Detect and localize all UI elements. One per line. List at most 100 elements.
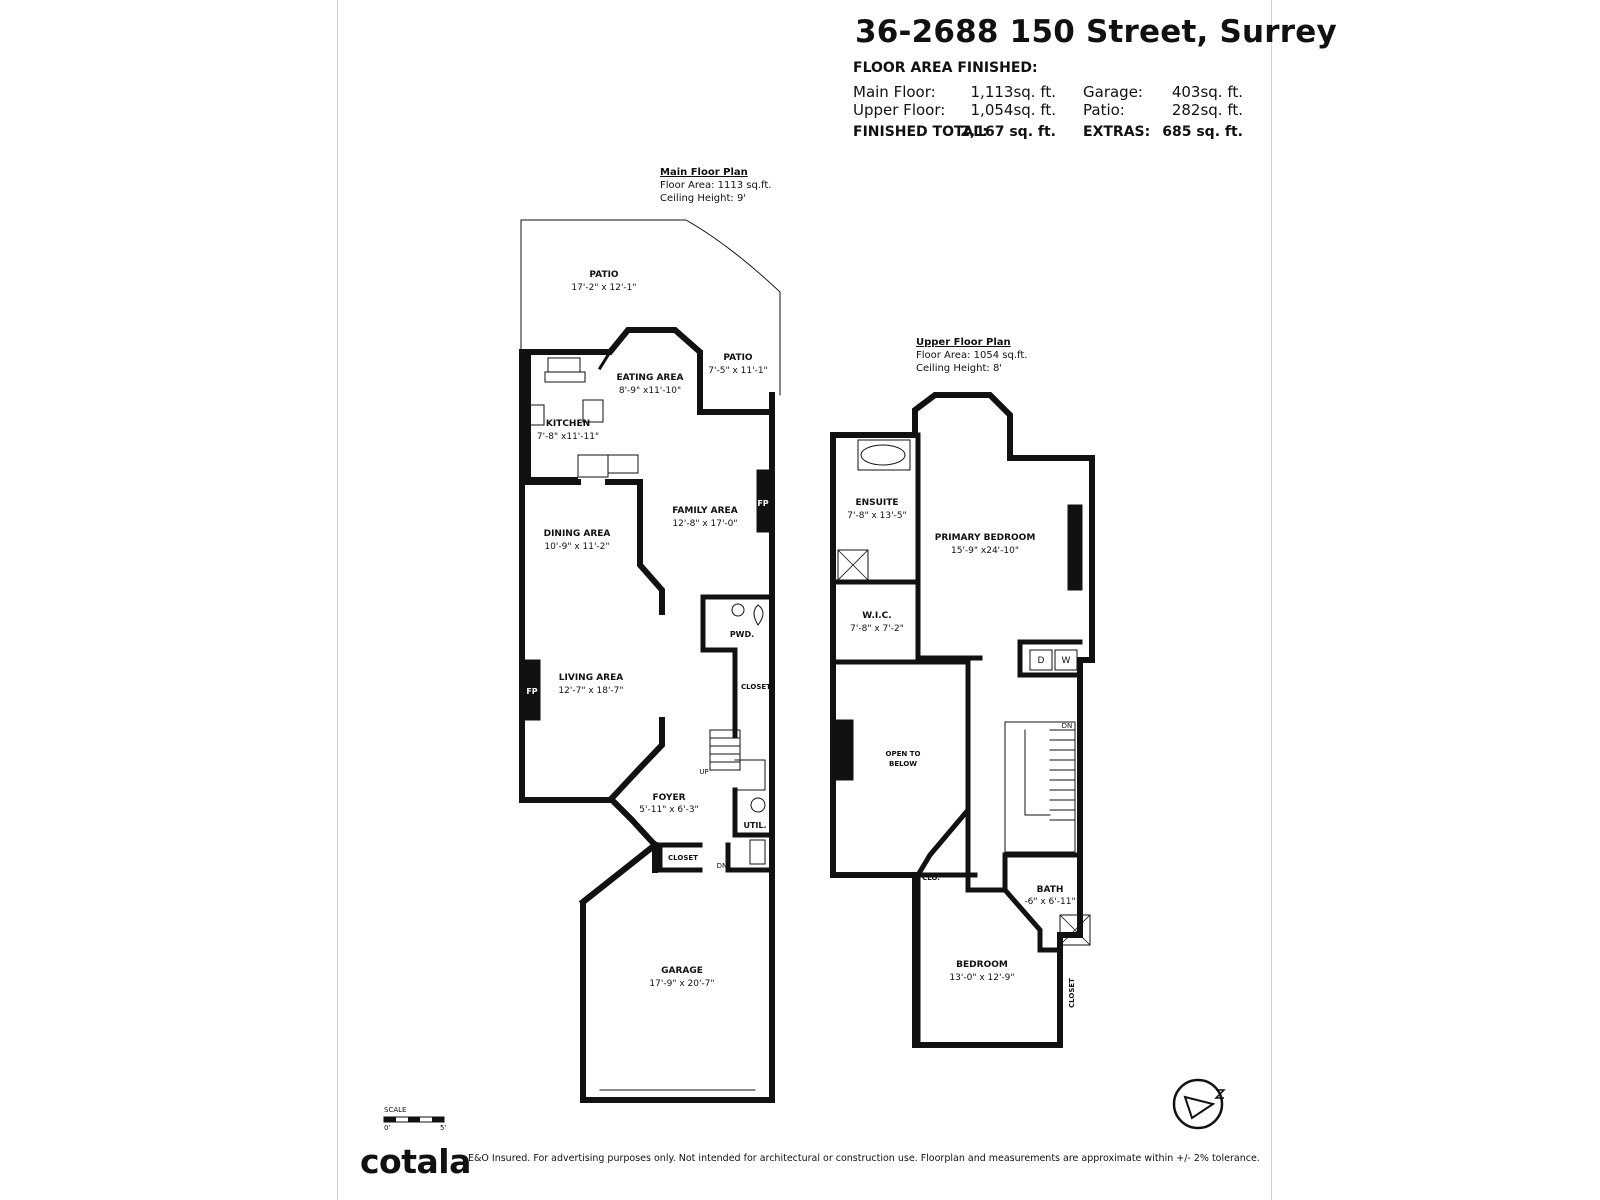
- finished-total-label: FINISHED TOTAL:: [853, 124, 988, 140]
- primary-wall-block: [1067, 504, 1083, 591]
- bath-shower-icon: [1059, 914, 1091, 946]
- upper-wall-block: [834, 719, 854, 781]
- powder-label: PWD.: [730, 630, 754, 639]
- furnace-icon: [749, 839, 766, 865]
- water-heater-icon: [750, 797, 766, 813]
- room-dims: 7'-5" x 11'-1": [708, 366, 767, 376]
- foyer-closet-walls: [652, 842, 775, 873]
- garage-wall: [578, 840, 660, 907]
- scale-label: SCALE: [384, 1106, 407, 1114]
- room-dims: 12'-8" x 17'-0": [672, 519, 737, 529]
- floor-area-title: FLOOR AREA FINISHED:: [853, 60, 1038, 76]
- room-dims: 7'-8" x 7'-2": [850, 624, 904, 634]
- room-dims: 7'-8" x11'-11": [537, 432, 599, 442]
- toilet-icon: [753, 604, 764, 626]
- upper-floor-label: Upper Floor:: [853, 101, 946, 119]
- living-foyer-wall: [607, 717, 665, 803]
- room-dims: 17'-9" x 20'-7": [649, 979, 714, 989]
- room-name: BATH: [1037, 885, 1064, 895]
- main-floor-heading: Main Floor Plan Floor Area: 1113 sq.ft. …: [660, 166, 771, 205]
- room-name: ENSUITE: [855, 498, 898, 508]
- cotala-logo: cotala: [360, 1142, 471, 1181]
- room-name: BEDROOM: [956, 960, 1008, 970]
- upper-floor-value: 1,054sq. ft.: [970, 101, 1056, 119]
- upper-floor-ceiling: Ceiling Height: 8': [916, 363, 1003, 374]
- finished-total-value: 2,167 sq. ft.: [960, 124, 1056, 140]
- room-name: EATING AREA: [617, 373, 684, 383]
- dryer-label: D: [1038, 656, 1045, 666]
- kitchen-wall-west: [525, 349, 578, 483]
- room-dims: 8'-9" x11'-10": [619, 386, 681, 396]
- main-floor-area: Floor Area: 1113 sq.ft.: [660, 180, 772, 191]
- fireplace-label: FP: [757, 499, 768, 508]
- closet-label: CLOSET: [741, 683, 771, 691]
- garage-value: 403sq. ft.: [1171, 83, 1243, 101]
- upper-floor-exterior-wall: [830, 392, 1095, 1048]
- room-dims: 15'-9" x24'-10": [951, 546, 1019, 556]
- upper-floor-title: Upper Floor Plan: [916, 337, 1011, 348]
- north-compass-icon: [1172, 1078, 1226, 1130]
- patio-value: 282sq. ft.: [1171, 101, 1243, 119]
- room-dims: 7'-8" x 13'-5": [847, 511, 906, 521]
- dining-wall: [519, 479, 665, 615]
- kitchen-fixtures: [529, 357, 639, 478]
- room-dims: 10'-9" x 11'-2": [544, 542, 609, 552]
- kitchen-wall: [597, 349, 613, 371]
- room-name: PATIO: [723, 353, 753, 363]
- bathtub-icon: [860, 444, 906, 466]
- util-label: UTIL.: [743, 821, 766, 830]
- open-to-below-label: BELOW: [889, 760, 917, 768]
- bedroom-walls: [915, 872, 978, 1048]
- room-name: LIVING AREA: [559, 673, 623, 683]
- room-name: DINING AREA: [544, 529, 611, 539]
- powder-closet-walls: [700, 594, 775, 838]
- scale-start: 0': [384, 1124, 391, 1132]
- washer-icon: [1054, 649, 1078, 671]
- upper-floor-heading: Upper Floor Plan Floor Area: 1054 sq.ft.…: [916, 336, 1027, 375]
- room-dims: 13'-0" x 12'-9": [949, 973, 1014, 983]
- main-floor-label: Main Floor:: [853, 83, 936, 101]
- sink-icon: [731, 603, 745, 617]
- stairs-up-label: UP: [699, 768, 708, 776]
- garage-label: Garage:: [1083, 83, 1143, 101]
- room-dims: -6" x 6'-11": [1024, 897, 1075, 907]
- closet-label: CLOSET: [668, 854, 698, 862]
- scale-bar: [383, 1116, 445, 1123]
- laundry-walls: [915, 639, 1083, 678]
- patio-label: Patio:: [1083, 101, 1125, 119]
- room-name: FOYER: [652, 793, 685, 803]
- upper-floor-area: Floor Area: 1054 sq.ft.: [916, 350, 1028, 361]
- stairs-down-label: DN: [1062, 722, 1073, 730]
- room-name: FAMILY AREA: [672, 506, 737, 516]
- bath-walls: [965, 807, 1083, 953]
- property-address: 36-2688 150 Street, Surrey: [855, 14, 1337, 50]
- room-dims: 17'-2" x 12'-1": [571, 283, 636, 293]
- room-name: GARAGE: [661, 966, 703, 976]
- scale-end: 5': [440, 1124, 447, 1132]
- room-name: W.I.C.: [862, 611, 891, 621]
- upper-interior-walls: [830, 432, 971, 879]
- room-name: KITCHEN: [546, 419, 590, 429]
- room-name: PRIMARY BEDROOM: [935, 533, 1036, 543]
- patio-outline: [520, 219, 781, 396]
- open-to-below-label: OPEN TO: [886, 750, 921, 758]
- closet-label: CLOSET: [1068, 978, 1076, 1008]
- shower-icon: [837, 549, 869, 581]
- fireplace-icon: [756, 469, 772, 533]
- upper-stairs: [1004, 721, 1076, 853]
- fireplace-label: FP: [526, 687, 537, 696]
- room-name: PATIO: [589, 270, 619, 280]
- disclaimer-text: E&O Insured. For advertising purposes on…: [468, 1153, 1260, 1164]
- main-floor-value: 1,113sq. ft.: [970, 83, 1056, 101]
- washer-label: W: [1062, 656, 1071, 666]
- room-dims: 5'-11" x 6'-3": [639, 805, 698, 815]
- dryer-icon: [1029, 649, 1053, 671]
- closet-label: CLO.: [922, 874, 940, 882]
- floorplan-sheet: [337, 0, 1272, 1200]
- stairs-down-label: DN: [717, 862, 728, 870]
- main-floor-title: Main Floor Plan: [660, 167, 748, 178]
- main-floor-ceiling: Ceiling Height: 9': [660, 193, 747, 204]
- main-stairs: [709, 729, 766, 791]
- room-dims: 12'-7" x 18'-7": [558, 686, 623, 696]
